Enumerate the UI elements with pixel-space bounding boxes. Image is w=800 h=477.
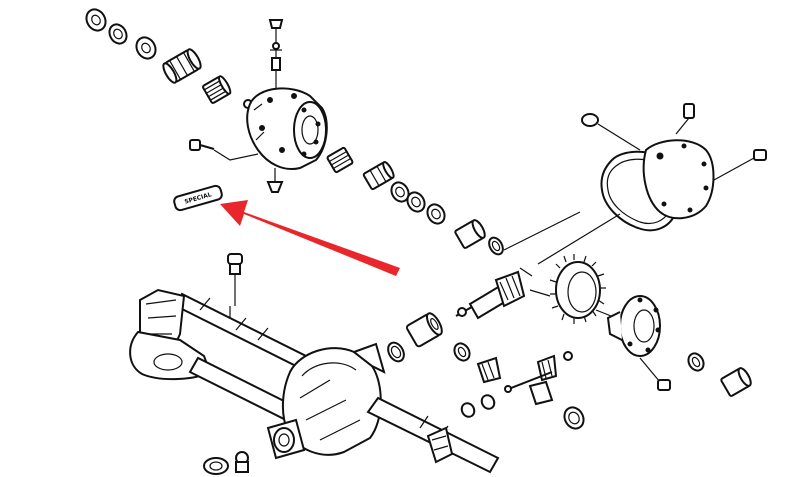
- thrust-washer-3: [426, 203, 446, 225]
- part-tag: SPECIAL: [173, 184, 223, 212]
- right-bearing-row: [326, 146, 446, 225]
- pinion-bearing-set: [454, 211, 581, 277]
- drain-plug: [203, 451, 249, 475]
- spider-gear-2: [536, 354, 558, 382]
- lock-pin: [563, 351, 573, 361]
- thrust-washer-lower-1: [460, 402, 476, 418]
- side-bearing-cup: [162, 48, 202, 84]
- leader-line-1: [503, 211, 581, 251]
- cover-bolt: [713, 149, 767, 181]
- thrust-washer-1: [85, 8, 107, 32]
- bearing-right-far: [720, 367, 752, 397]
- rear-cover-assembly: [537, 103, 767, 265]
- spring-bracket-left: [129, 288, 212, 381]
- clutch-plate-1: [135, 36, 157, 60]
- spider-gear-parts: [387, 312, 585, 430]
- case-bolt: [189, 139, 259, 161]
- crush-sleeve: [387, 341, 405, 363]
- drive-pinion: [455, 270, 526, 320]
- thrust-washer-lower-3: [563, 406, 585, 430]
- shim-right: [687, 352, 705, 372]
- axle-housing: [129, 253, 500, 475]
- side-gear-lower: [528, 380, 554, 406]
- thrust-washer-2: [108, 23, 128, 45]
- clutch-plate-2: [390, 181, 410, 203]
- ring-gear: [549, 254, 606, 324]
- thrust-washer-lower-2: [480, 394, 496, 410]
- pinion-bearing-lower: [405, 312, 443, 348]
- differential-case-assembly: [189, 19, 328, 193]
- side-gear-washer: [453, 342, 471, 362]
- side-gear-right: [326, 146, 354, 174]
- leader-line-2: [519, 267, 533, 277]
- ring-and-pinion: [455, 254, 617, 324]
- carrier-bolt: [639, 357, 671, 391]
- cross-pin: [504, 371, 553, 393]
- center-housing: [282, 342, 386, 456]
- side-gear-left: [202, 75, 232, 104]
- cover-plate: [642, 139, 715, 220]
- fill-plug: [581, 113, 599, 127]
- vent-plug: [675, 103, 695, 135]
- diff-carrier-right: [606, 295, 752, 397]
- bottom-pinion-gear: [266, 168, 284, 193]
- breather-stud: [227, 253, 243, 322]
- spring-bracket-right: [426, 426, 454, 464]
- red-pointer-arrow: [220, 200, 400, 276]
- side-bearing-right: [362, 161, 395, 191]
- pinion-nose: [266, 418, 306, 460]
- pinion-shaft-vertical: [268, 19, 284, 92]
- clutch-plate-3: [406, 191, 426, 213]
- top-left-parts-row: [85, 8, 253, 109]
- pinion-seal-upper: [488, 236, 504, 256]
- pinion-bearing-upper: [454, 219, 486, 249]
- differential-case: [246, 87, 328, 170]
- spider-gear-1: [476, 356, 502, 384]
